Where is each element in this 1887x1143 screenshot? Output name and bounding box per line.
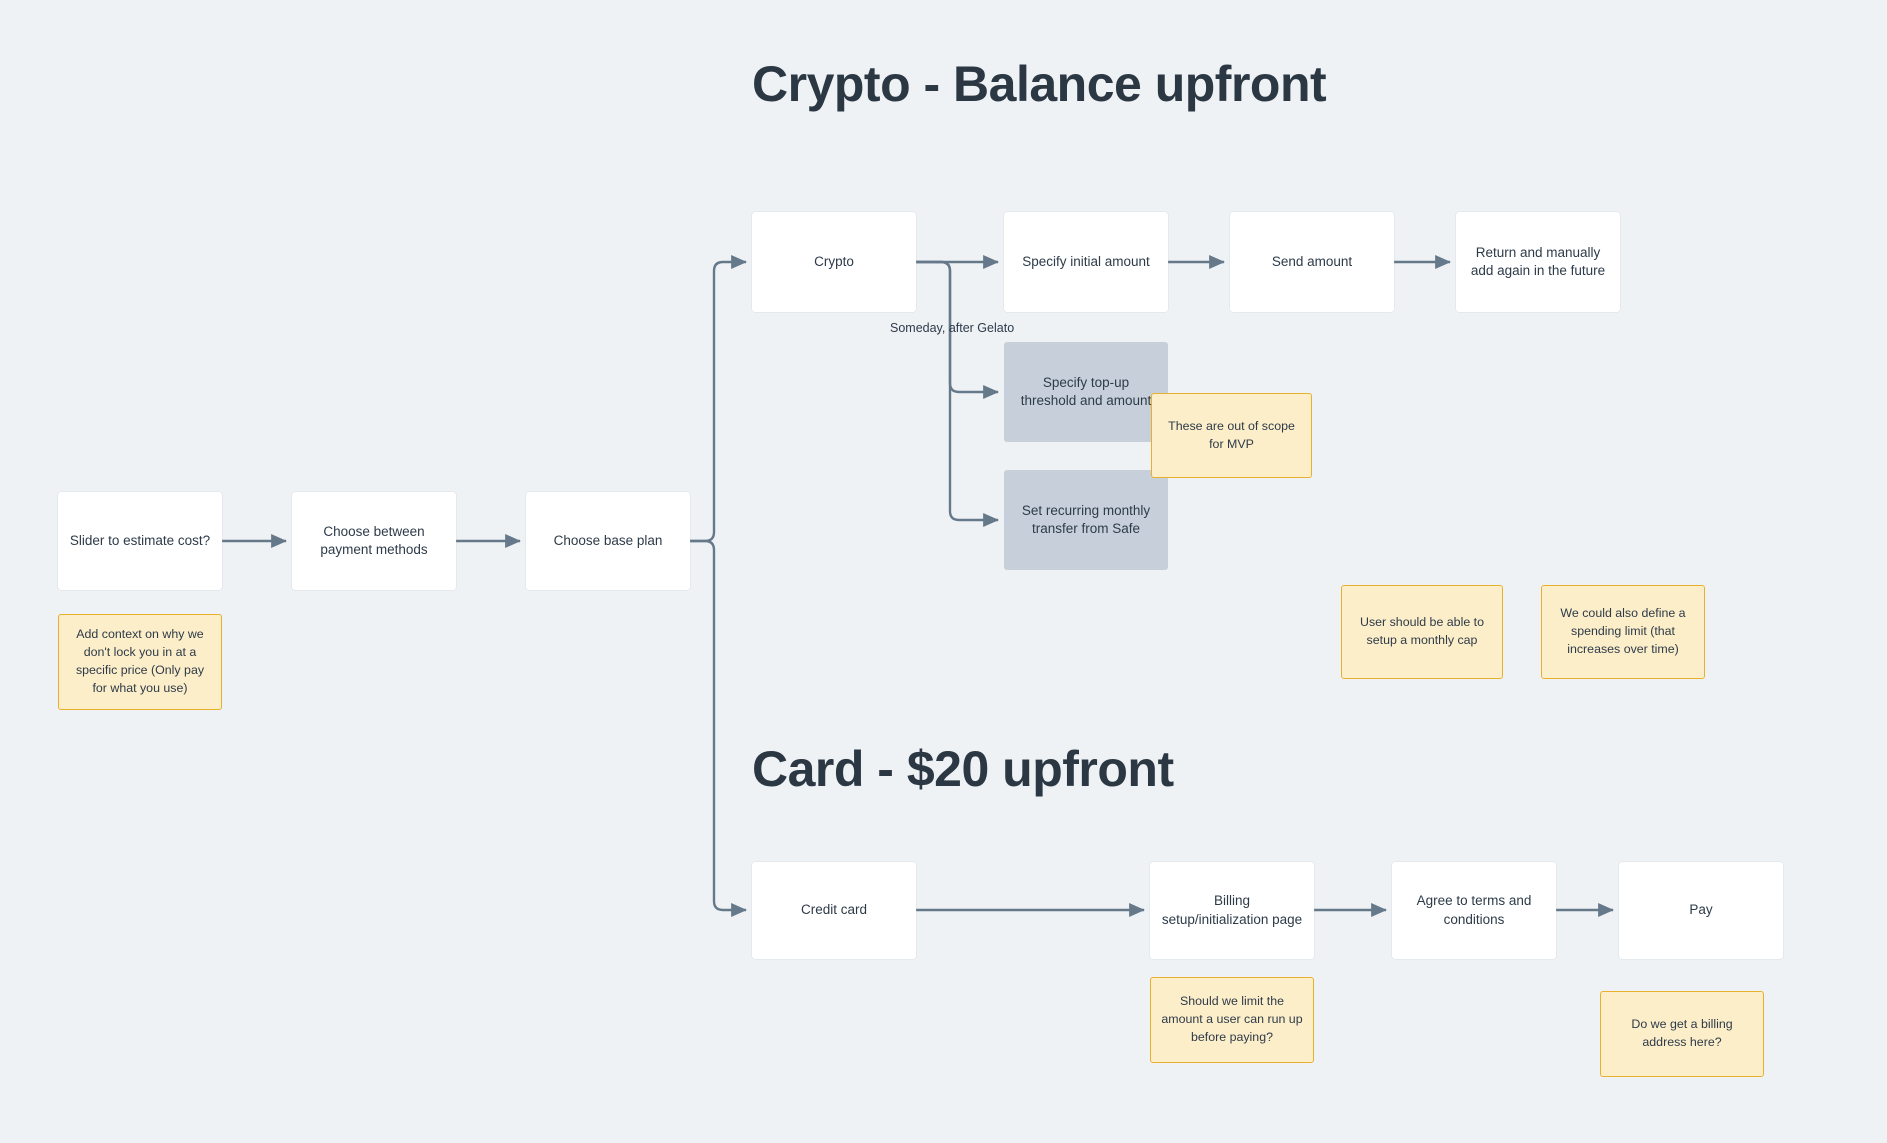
- card-section-heading: Card - $20 upfront: [752, 741, 1174, 797]
- node-return-and-manually-add-again[interactable]: Return and manually add again in the fut…: [1456, 212, 1620, 312]
- edge-crypto-to-recurring-transfer: [916, 260, 999, 527]
- edge-base-plan-to-credit-card: [690, 539, 747, 917]
- node-choose-between-payment-methods[interactable]: Choose between payment methods: [292, 492, 456, 590]
- crypto-section-heading: Crypto - Balance upfront: [752, 56, 1327, 112]
- node-slider-to-estimate-cost[interactable]: Slider to estimate cost?: [58, 492, 222, 590]
- edge-label-someday-after-gelato: Someday, after Gelato: [890, 321, 1015, 335]
- node-billing-setup-page[interactable]: Billing setup/initialization page: [1150, 862, 1314, 959]
- note-monthly-cap[interactable]: User should be able to setup a monthly c…: [1341, 585, 1503, 679]
- node-send-amount[interactable]: Send amount: [1230, 212, 1394, 312]
- note-add-context[interactable]: Add context on why we don't lock you in …: [58, 614, 222, 710]
- node-set-recurring-monthly-transfer[interactable]: Set recurring monthly transfer from Safe: [1004, 470, 1168, 570]
- note-billing-address[interactable]: Do we get a billing address here?: [1600, 991, 1764, 1077]
- note-spending-limit[interactable]: We could also define a spending limit (t…: [1541, 585, 1705, 679]
- node-specify-initial-amount[interactable]: Specify initial amount: [1004, 212, 1168, 312]
- note-limit-amount[interactable]: Should we limit the amount a user can ru…: [1150, 977, 1314, 1063]
- node-choose-base-plan[interactable]: Choose base plan: [526, 492, 690, 590]
- node-pay[interactable]: Pay: [1619, 862, 1783, 959]
- node-crypto[interactable]: Crypto: [752, 212, 916, 312]
- edge-base-plan-to-crypto: [690, 255, 747, 543]
- node-specify-top-up-threshold[interactable]: Specify top-up threshold and amount: [1004, 342, 1168, 442]
- node-credit-card[interactable]: Credit card: [752, 862, 916, 959]
- note-out-of-scope[interactable]: These are out of scope for MVP: [1151, 393, 1312, 478]
- node-agree-to-terms[interactable]: Agree to terms and conditions: [1392, 862, 1556, 959]
